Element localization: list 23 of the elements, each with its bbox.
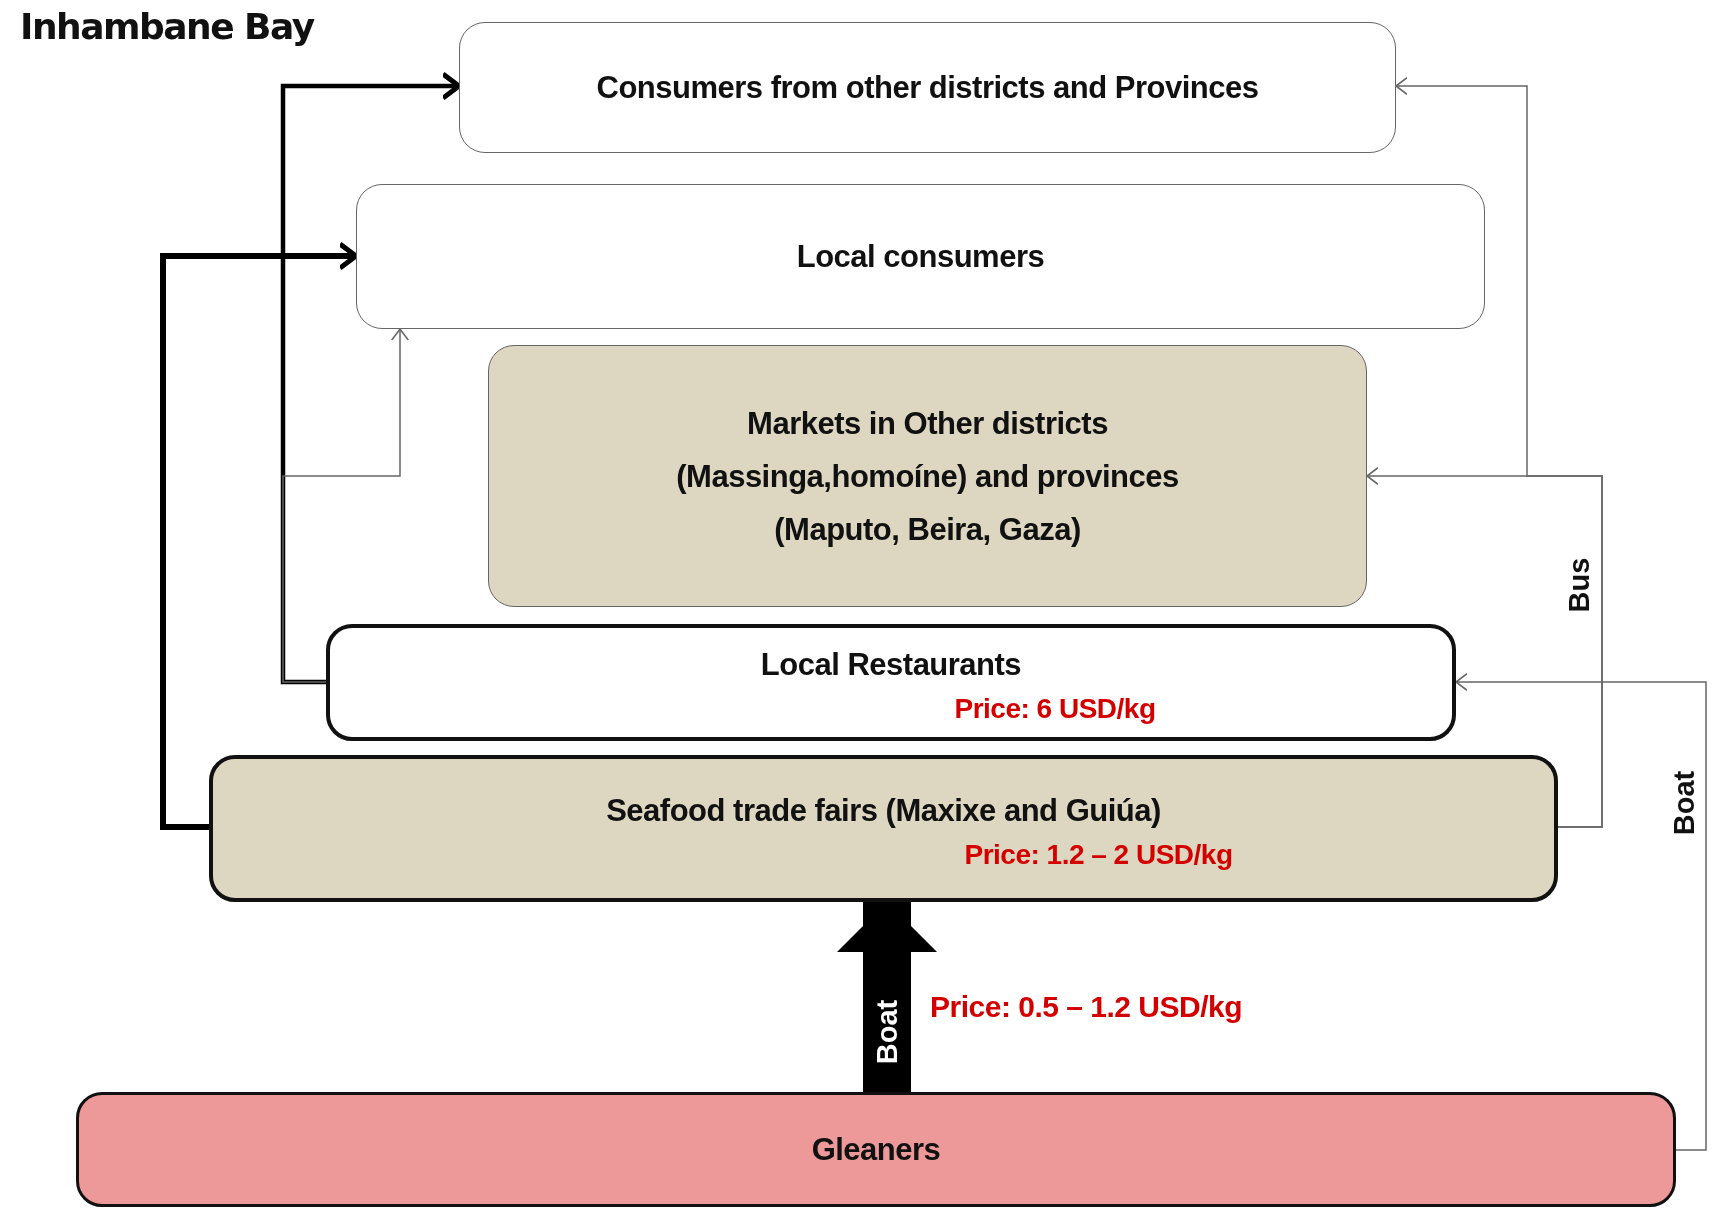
arrow	[282, 328, 410, 683]
edge-label: Boat	[1667, 770, 1701, 836]
price-label: Price: 0.5 – 1.2 USD/kg	[930, 990, 1242, 1024]
arrow	[1455, 672, 1707, 1151]
edge-label: Bus	[1562, 557, 1596, 613]
trade-fair-box	[209, 755, 1558, 902]
price-label: Price: 6 USD/kg	[954, 692, 1156, 726]
node-label: Markets in Other districts (Massinga,homoíne) and provinces (Maputo, Beira, Gaza)	[675, 404, 1180, 549]
node-label: Local consumers	[796, 238, 1045, 276]
node-label: Consumers from other districts and Provinces	[596, 69, 1259, 107]
block-arrow	[837, 902, 937, 1092]
edge-label: Boat	[870, 999, 904, 1065]
consumer-box	[356, 184, 1485, 329]
diagram-title: Inhambane Bay	[20, 6, 314, 47]
node-label: Gleaners	[811, 1131, 941, 1169]
node-label: Local Restaurants	[760, 646, 1022, 684]
consumer-box	[459, 22, 1396, 153]
restaurant-box	[326, 624, 1456, 741]
node-label: Seafood trade fairs (Maxixe and Guiúa)	[606, 792, 1161, 830]
price-label: Price: 1.2 – 2 USD/kg	[964, 838, 1233, 872]
market-box	[488, 345, 1367, 607]
gleaners-box	[76, 1092, 1676, 1207]
arrow	[1395, 76, 1603, 828]
